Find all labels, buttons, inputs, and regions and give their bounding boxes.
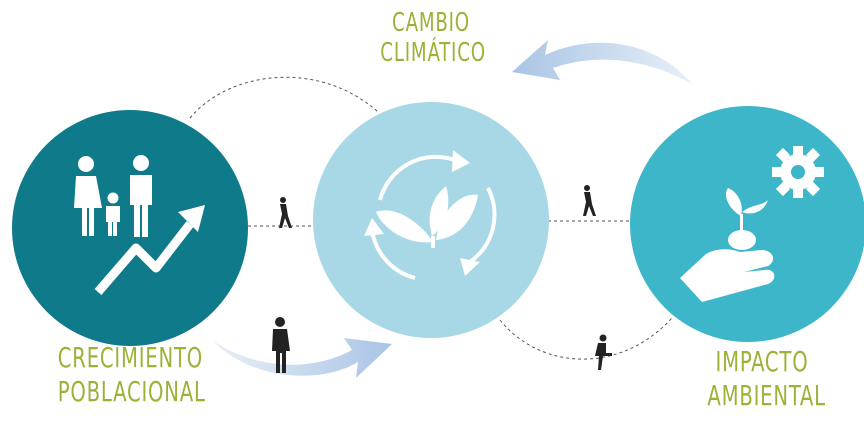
label-impact-line-1: IMPACTO xyxy=(715,345,809,378)
recycle-arrows-icon xyxy=(364,150,497,280)
leaves-icon xyxy=(376,186,478,248)
dashed-connectors xyxy=(189,76,673,360)
label-environmental-impact: IMPACTO AMBIENTAL xyxy=(707,345,826,412)
label-population-growth: CRECIMIENTO POBLACIONAL xyxy=(57,341,206,408)
bottom-dashed-arc xyxy=(499,317,673,360)
sitting-person-icon xyxy=(595,334,612,370)
label-population-line-1: CRECIMIENTO xyxy=(57,341,204,374)
standing-person-icon xyxy=(272,317,290,373)
hand-plant-icon xyxy=(680,188,775,302)
growth-arrow-icon xyxy=(94,205,205,295)
top-curved-arrow xyxy=(512,40,692,84)
label-climate-change: CAMBIO CLIMÁTICO xyxy=(380,8,486,68)
walking-person-icon-left xyxy=(279,197,292,228)
top-dashed-arc xyxy=(189,76,379,119)
gear-icon xyxy=(772,146,824,198)
walking-person-icon-right xyxy=(583,185,596,216)
circle-impact xyxy=(630,106,864,342)
label-impact-line-2: AMBIENTAL xyxy=(707,379,826,412)
label-climate-line-2: CLIMÁTICO xyxy=(380,38,486,68)
family-icon xyxy=(74,155,152,237)
label-climate-line-1: CAMBIO xyxy=(392,8,470,38)
label-population-line-2: POBLACIONAL xyxy=(57,375,206,408)
bottom-curved-arrow xyxy=(212,338,392,378)
circle-population xyxy=(12,110,248,346)
